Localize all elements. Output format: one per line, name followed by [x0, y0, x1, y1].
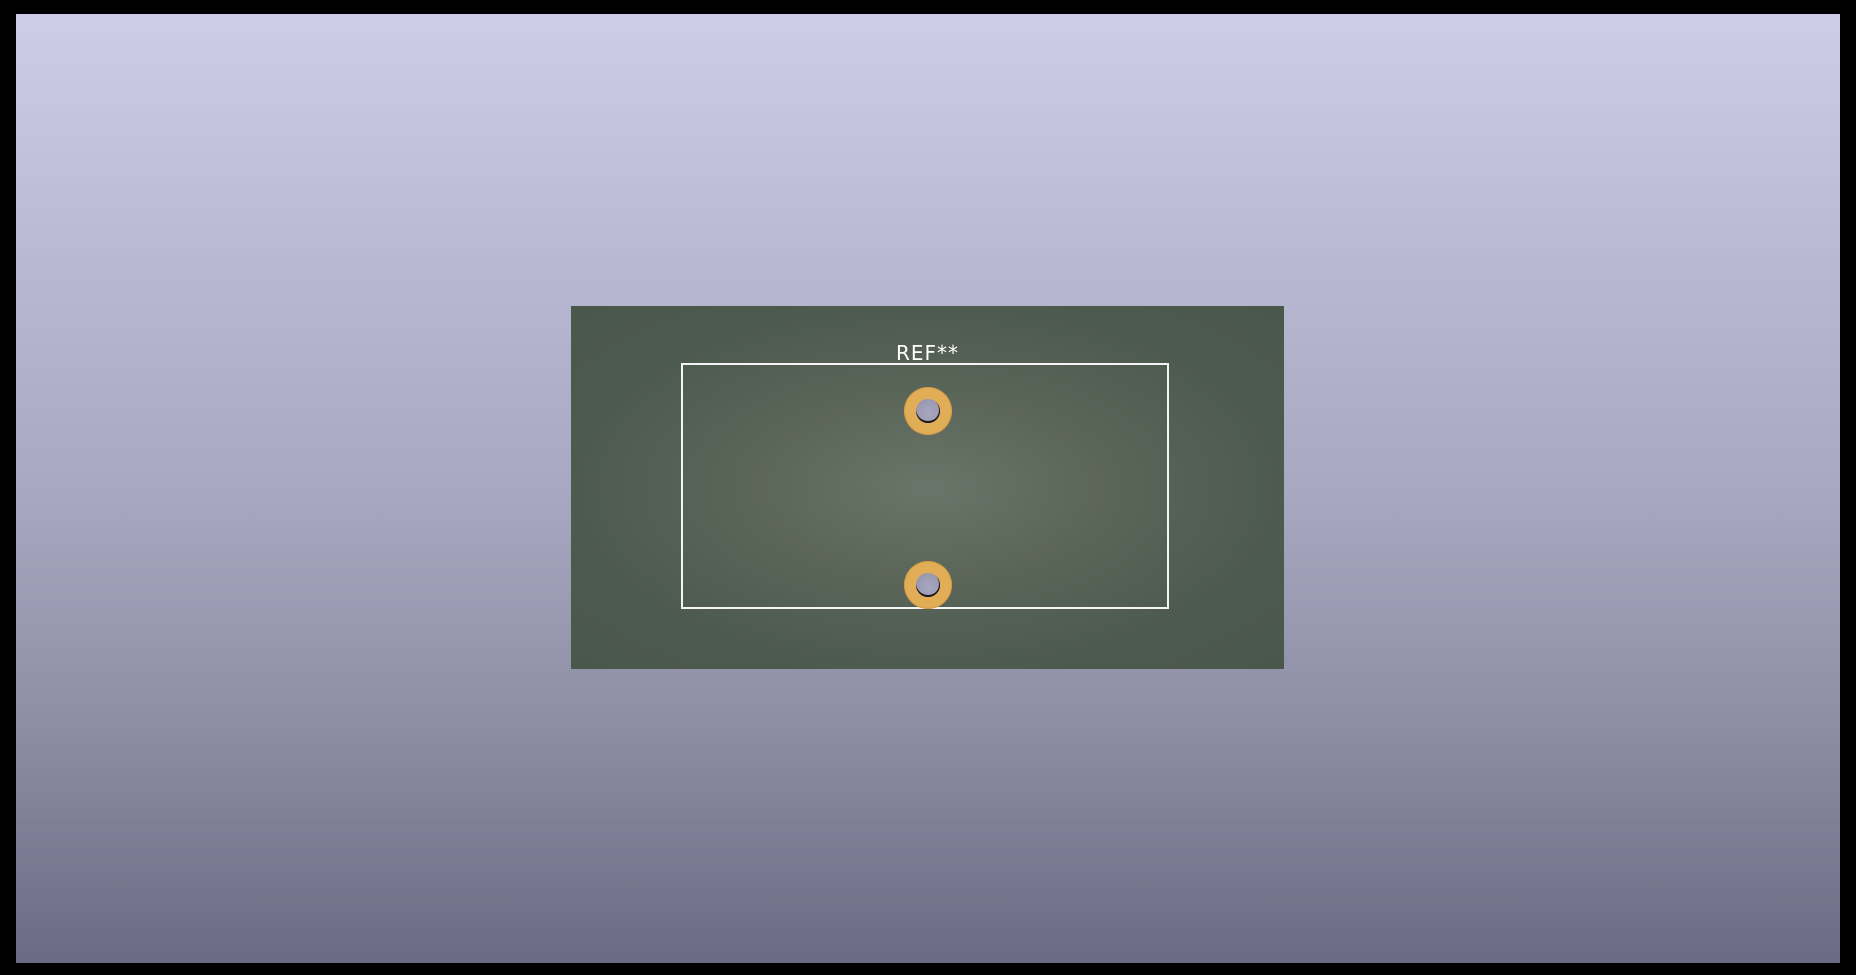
- through-hole-pad-2[interactable]: [904, 561, 952, 609]
- through-hole-pad-1[interactable]: [904, 387, 952, 435]
- pcb-board[interactable]: REF**: [571, 306, 1284, 669]
- reference-designator-label: REF**: [895, 341, 960, 365]
- drill-hole-2: [916, 573, 940, 597]
- drill-hole-1: [916, 399, 940, 423]
- 3d-viewport-canvas[interactable]: REF**: [16, 14, 1840, 963]
